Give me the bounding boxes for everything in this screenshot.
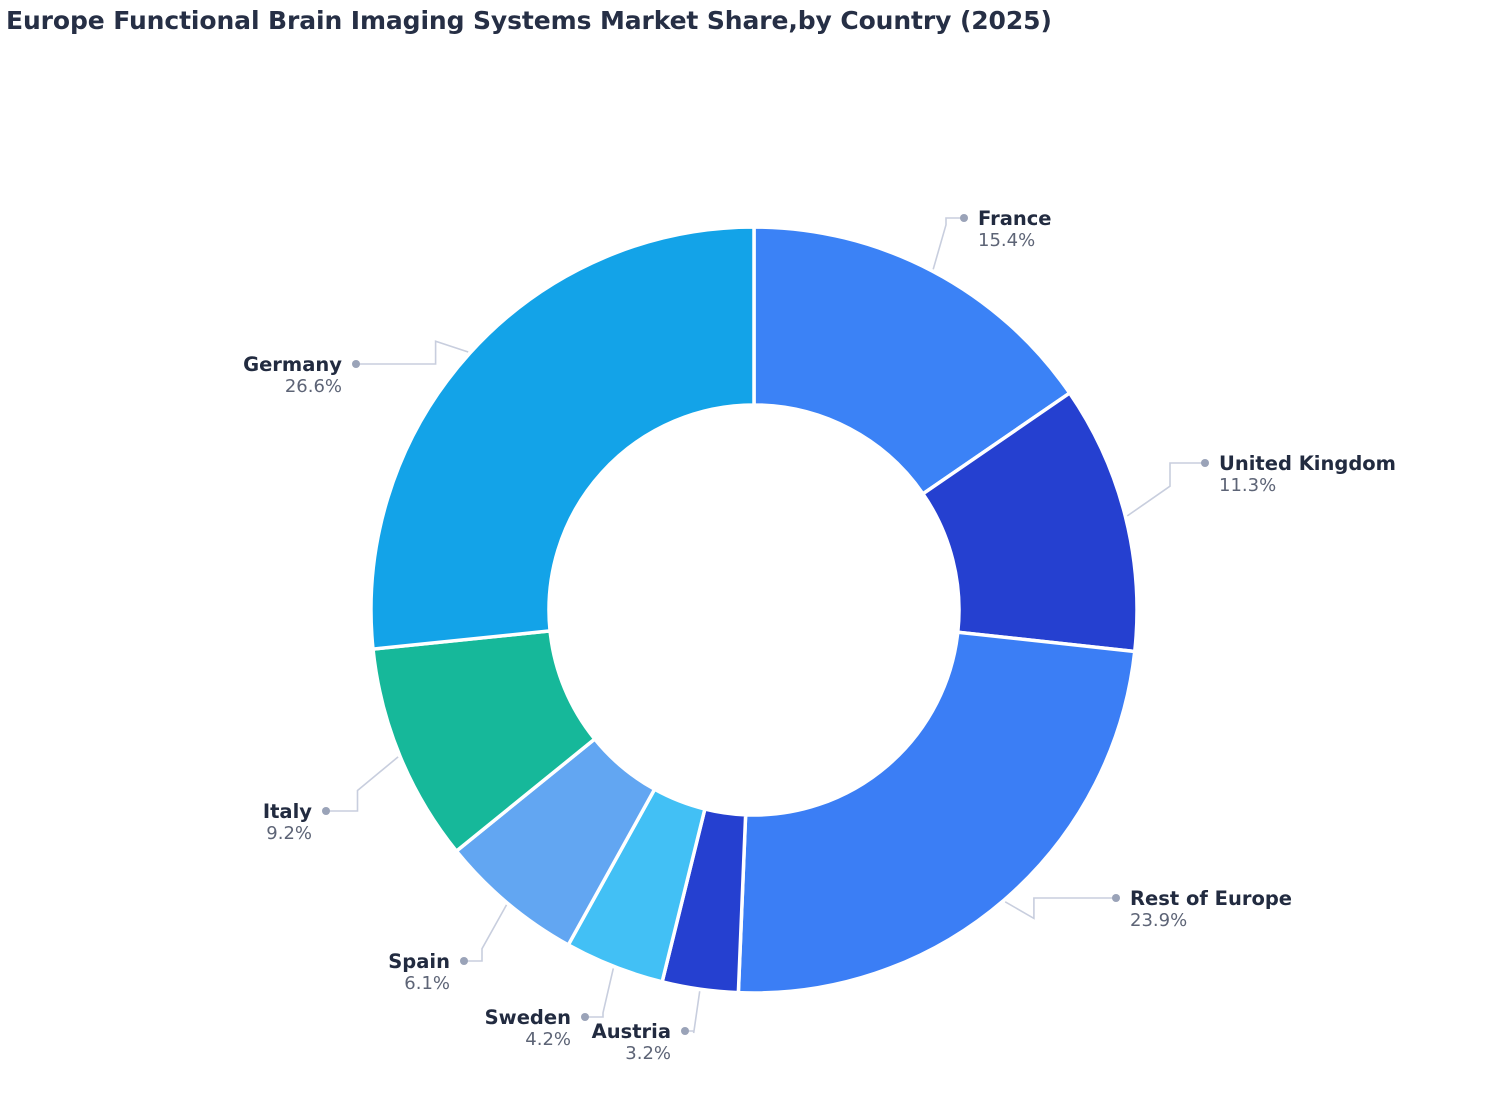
slice-label-name: Spain — [388, 950, 450, 973]
leader-dot — [460, 957, 468, 965]
leader-line — [685, 991, 701, 1034]
slice-label-value: 9.2% — [266, 823, 312, 844]
slice-label-value: 11.3% — [1219, 475, 1277, 496]
slice-label-value: 6.1% — [404, 973, 450, 994]
leader-line — [1004, 897, 1116, 920]
slice-label-name: France — [978, 207, 1052, 230]
leader-dot — [581, 1013, 589, 1021]
chart-title: Europe Functional Brain Imaging Systems … — [6, 6, 1052, 35]
leader-dot — [960, 214, 968, 222]
leader-line — [932, 217, 964, 270]
leader-lines — [322, 214, 1209, 1035]
donut-slice-germany[interactable] — [369, 225, 756, 651]
leader-line — [356, 340, 469, 365]
leader-line — [585, 968, 615, 1018]
slice-label-value: 4.2% — [525, 1029, 571, 1050]
slice-label-value: 3.2% — [625, 1043, 671, 1064]
leader-line — [1126, 462, 1205, 517]
slice-label-name: Rest of Europe — [1130, 887, 1293, 910]
leader-dot — [1201, 459, 1209, 467]
leader-dot — [322, 807, 330, 815]
slice-label-value: 26.6% — [284, 376, 342, 397]
slice-label-name: Sweden — [484, 1006, 571, 1029]
slice-label-name: Italy — [262, 800, 312, 823]
slice-label-value: 23.9% — [1130, 910, 1188, 931]
leader-dot — [681, 1027, 689, 1035]
donut-slices — [369, 225, 1139, 995]
slice-label-value: 15.4% — [978, 230, 1036, 251]
leader-dot — [352, 360, 360, 368]
slice-label-name: Germany — [243, 353, 342, 376]
leader-line — [326, 756, 399, 812]
slice-label-name: Austria — [591, 1020, 671, 1043]
donut-slice-rest-of-europe[interactable] — [736, 630, 1137, 995]
leader-dot — [1112, 894, 1120, 902]
leader-line — [464, 904, 508, 962]
donut-slice-france[interactable] — [752, 225, 1072, 496]
slice-label-name: United Kingdom — [1219, 452, 1397, 475]
